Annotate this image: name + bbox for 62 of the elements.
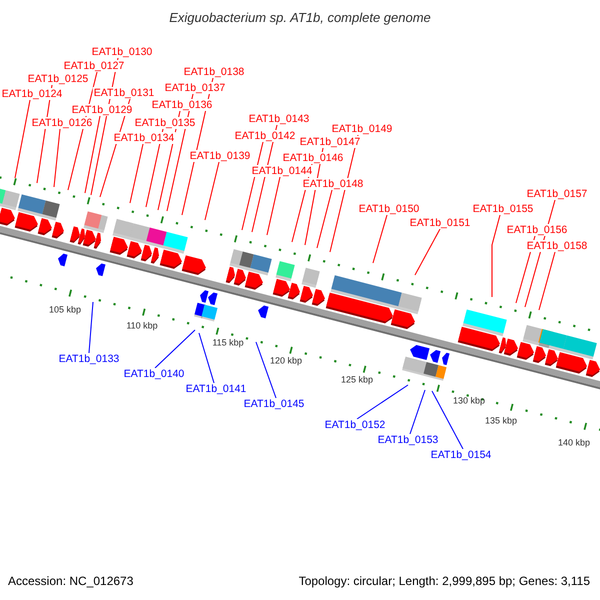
gene-label: EAT1b_0152 xyxy=(324,419,386,431)
gene-label: EAT1b_0140 xyxy=(122,368,186,380)
gene-label: EAT1b_0136 xyxy=(150,99,214,111)
gene-label: EAT1b_0156 xyxy=(506,224,568,236)
scale-label: 105 kbp xyxy=(48,304,82,316)
gene-label: EAT1b_0141 xyxy=(184,383,248,395)
leader-line xyxy=(204,162,220,220)
scale-label: 110 kbp xyxy=(126,320,158,332)
gene-label: EAT1b_0139 xyxy=(188,150,252,162)
gene-label: EAT1b_0133 xyxy=(58,353,120,365)
leader-line xyxy=(198,332,214,384)
gene-label: EAT1b_0124 xyxy=(0,88,64,100)
gene-label: EAT1b_0138 xyxy=(182,66,246,78)
gene-label: EAT1b_0157 xyxy=(526,188,588,200)
gene-label: EAT1b_0148 xyxy=(302,178,364,190)
scale-label: 115 kbp xyxy=(212,338,244,348)
gene-label: EAT1b_0155 xyxy=(472,203,534,215)
gene-label: EAT1b_0146 xyxy=(282,152,344,164)
gene-label: EAT1b_0143 xyxy=(248,113,310,125)
scale-label: 130 kbp xyxy=(452,396,486,406)
leader-line xyxy=(84,116,100,194)
leader-line xyxy=(256,342,276,398)
leader-line xyxy=(54,128,60,188)
leader-line xyxy=(88,302,94,354)
gene-label: EAT1b_0150 xyxy=(358,203,420,215)
gene-label: EAT1b_0134 xyxy=(112,132,176,144)
scale-label: 135 kbp xyxy=(484,416,518,426)
leader-line xyxy=(266,176,280,236)
leader-line xyxy=(154,330,196,368)
gene-label: EAT1b_0125 xyxy=(26,73,90,85)
leader-line xyxy=(14,100,30,178)
scale-label: 125 kbp xyxy=(340,374,374,386)
leader-line xyxy=(130,144,144,204)
gene-label: EAT1b_0129 xyxy=(70,104,134,116)
gene-label: EAT1b_0127 xyxy=(62,60,126,72)
gene-label: EAT1b_0142 xyxy=(234,130,296,142)
gene-label: EAT1b_0154 xyxy=(430,449,492,461)
gene-label: EAT1b_0149 xyxy=(330,123,394,135)
footer-text: Topology: circular; Length: 2,999,895 bp; Genes: 3,115 xyxy=(298,574,590,588)
scale-label: 140 kbp xyxy=(558,438,590,448)
gene-label: EAT1b_0130 xyxy=(90,46,154,58)
footer-text: Accession: NC_012673 xyxy=(8,574,134,588)
leader-line xyxy=(372,214,388,264)
gene-label: EAT1b_0137 xyxy=(164,82,226,94)
scale-label: 120 kbp xyxy=(270,356,302,366)
leader-line xyxy=(414,228,440,276)
gene-label: EAT1b_0153 xyxy=(376,434,440,446)
gene-label: EAT1b_0151 xyxy=(408,217,472,229)
gene-label: EAT1b_0144 xyxy=(250,165,314,177)
diagram-title: Exiguobacterium sp. AT1b, complete genome xyxy=(168,10,432,26)
gene-label: EAT1b_0158 xyxy=(526,240,588,252)
gene-label: EAT1b_0145 xyxy=(242,398,306,410)
leader-line xyxy=(316,190,332,248)
gene-label: EAT1b_0131 xyxy=(92,87,156,99)
leader-line xyxy=(432,390,464,450)
gene-label: EAT1b_0147 xyxy=(298,136,362,148)
leader-line xyxy=(410,390,426,434)
leader-line xyxy=(492,214,500,298)
gene-label: EAT1b_0135 xyxy=(134,117,196,129)
gene-label: EAT1b_0126 xyxy=(30,117,94,129)
leader-line xyxy=(538,252,556,310)
leader-line xyxy=(356,384,408,420)
